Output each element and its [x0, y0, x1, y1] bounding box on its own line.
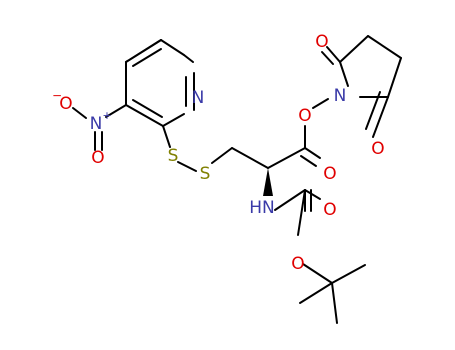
- nitro-group: [72, 104, 127, 151]
- o-carbamate-link-label: O: [291, 254, 304, 274]
- pyridine-ring: [125, 39, 195, 127]
- o-nitro-1-label: O: [59, 94, 72, 114]
- o-ester-carbonyl-label: O: [323, 164, 336, 184]
- n-nitro-charge: +: [102, 109, 111, 122]
- o-nitro-1-charge: −: [52, 89, 62, 103]
- n-nitro-label: N: [90, 114, 103, 134]
- succinimide-ring: [321, 35, 402, 138]
- s-1-label: S: [168, 146, 179, 166]
- ester-group: [267, 98, 329, 169]
- o-succinimide-top-label: O: [315, 32, 328, 52]
- s-2-label: S: [200, 164, 211, 184]
- n-pyridine-label: N: [192, 88, 205, 108]
- o-succinimide-bottom-label: O: [371, 139, 384, 159]
- boc-carbamate: [274, 189, 366, 324]
- o-carbamate-carbonyl-label: O: [323, 200, 336, 220]
- stereo-wedge-bond: [263, 168, 273, 196]
- o-ester-link-label: O: [298, 106, 311, 126]
- nh-amide-label: HN: [249, 198, 275, 218]
- o-nitro-2-label: O: [91, 148, 104, 168]
- disulfide-chain: [162, 125, 269, 172]
- n-succinimide-label: N: [334, 86, 347, 106]
